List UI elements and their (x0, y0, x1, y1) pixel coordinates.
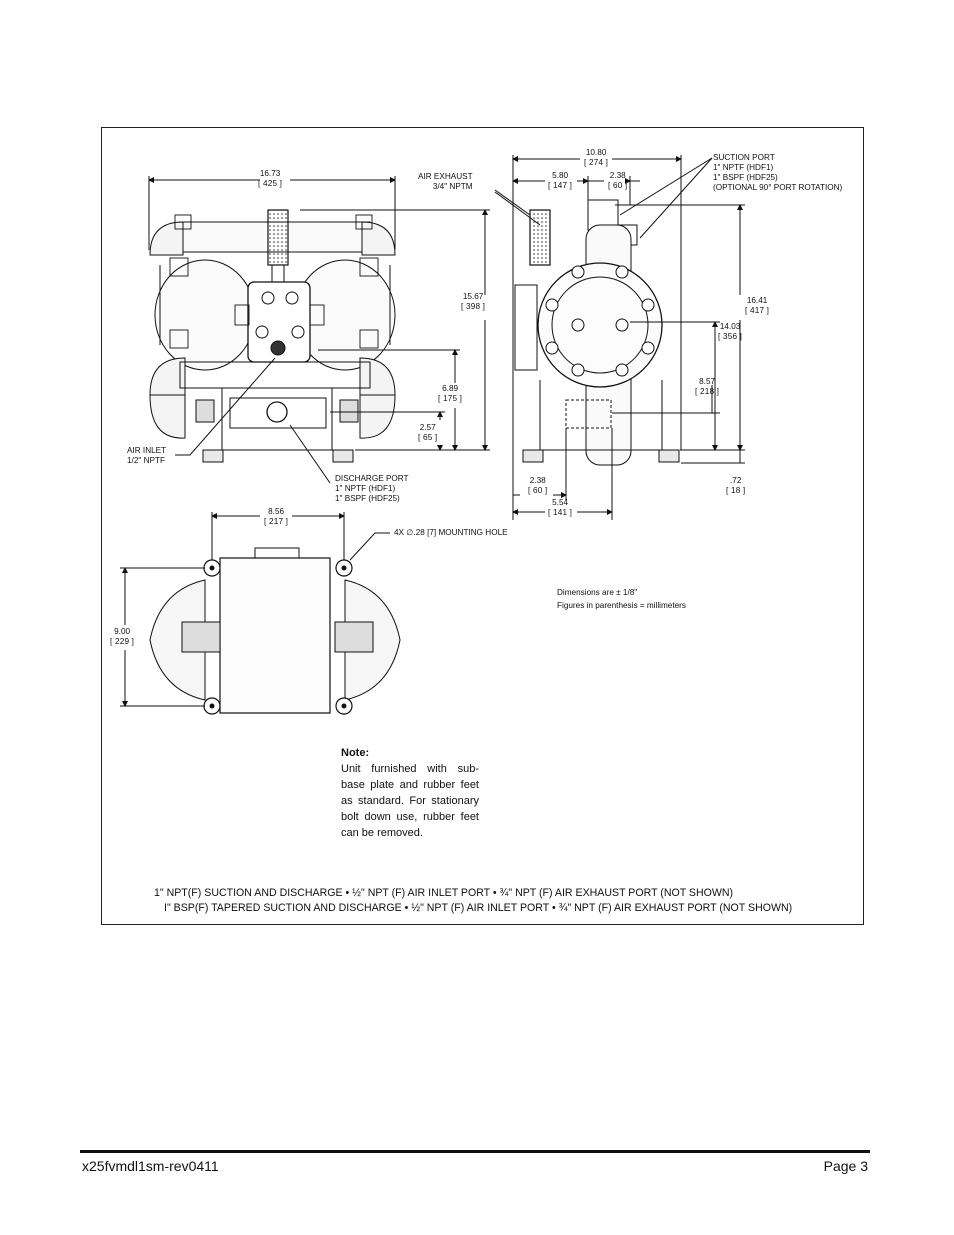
document-id: x25fvmdl1sm-rev0411 (82, 1158, 219, 1174)
installation-note: Note: Unit furnished with sub-base plate… (341, 747, 479, 839)
side-view (494, 155, 745, 520)
dim-plan-width: 8.56[ 217 ] (264, 507, 289, 526)
dim-base-height: 2.57[ 65 ] (418, 423, 438, 442)
front-view (148, 176, 531, 484)
plan-view (120, 512, 401, 715)
page-footer-rule (80, 1150, 870, 1153)
dim-bottom-offset: 2.38[ 60 ] (528, 476, 548, 495)
footer-spec-line-2: I" BSP(F) TAPERED SUCTION AND DISCHARGE … (164, 902, 793, 914)
dim-side-offset-a: 5.80[ 147 ] (548, 171, 573, 190)
tolerance-notes: Dimensions are ± 1/8"Figures in parenthe… (557, 588, 687, 610)
dim-side-height-mid: 14.03[ 356 ] (718, 322, 743, 341)
mounting-hole-label: 4X ∅.28 [7] MOUNTING HOLE (394, 528, 508, 537)
dim-side-height-low: 8.57[ 218 ] (695, 377, 720, 396)
dim-bottom-depth: 5.54[ 141 ] (548, 498, 573, 517)
dim-overall-width: 16.73[ 425 ] (258, 169, 283, 188)
dim-side-height-total: 16.41[ 417 ] (745, 296, 770, 315)
footer-spec-line-1: 1" NPT(F) SUCTION AND DISCHARGE • ½" NPT… (154, 887, 734, 899)
dim-discharge-height: 6.89[ 175 ] (438, 384, 463, 403)
dim-side-depth: 10.80[ 274 ] (584, 148, 609, 167)
dim-plan-depth: 9.00[ 229 ] (110, 627, 135, 646)
dim-overall-height: 15.67[ 398 ] (461, 292, 486, 311)
dim-foot-height: .72[ 18 ] (726, 476, 746, 495)
page-number: Page 3 (823, 1158, 868, 1174)
dim-side-offset-b: 2.38[ 60 ] (608, 171, 628, 190)
drawing-frame (101, 127, 864, 925)
